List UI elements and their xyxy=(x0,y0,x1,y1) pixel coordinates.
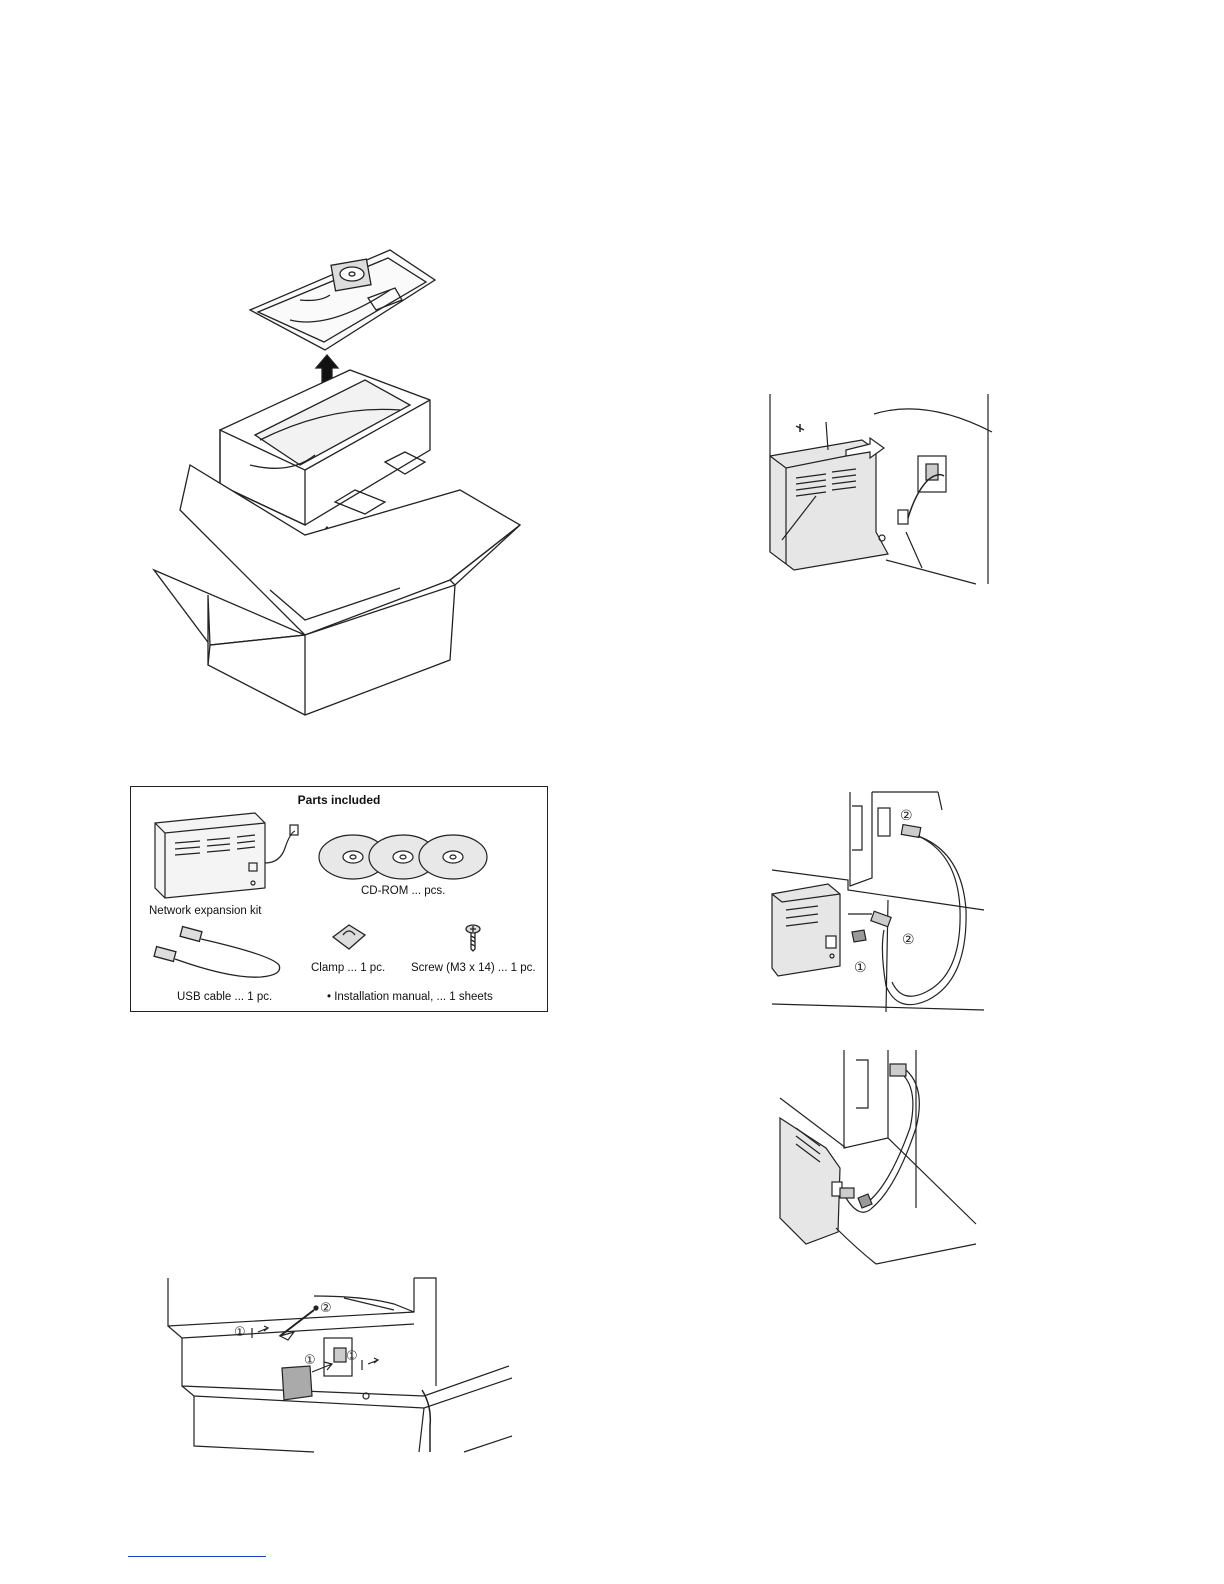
footer-link-underline[interactable] xyxy=(128,1556,266,1557)
clamp-image xyxy=(329,919,369,955)
callout-1a: ① xyxy=(234,1325,246,1340)
screw-image xyxy=(463,923,483,953)
unpacking-figure xyxy=(150,240,530,720)
callout-2a: ② xyxy=(320,1301,332,1316)
clamp-label: Clamp ... 1 pc. xyxy=(311,962,385,974)
usb-connection-figure: ② ② ① xyxy=(768,790,988,1016)
callout-1c: ① xyxy=(346,1349,358,1364)
attach-kit-figure xyxy=(766,392,996,588)
remove-cover-figure: ① ② ① ① xyxy=(164,1276,514,1456)
cdrom-image xyxy=(315,831,495,883)
usb-cable-image xyxy=(151,925,291,985)
screw-label: Screw (M3 x 14) ... 1 pc. xyxy=(411,962,536,974)
manual-label: • Installation manual, ... 1 sheets xyxy=(327,991,493,1003)
usb-cable-label: USB cable ... 1 pc. xyxy=(177,991,272,1003)
cable-routing-figure xyxy=(776,1048,982,1266)
parts-included-box: Parts included Network expansion kit xyxy=(130,786,548,1012)
callout-2c: ② xyxy=(902,932,915,948)
cdrom-label: CD-ROM ... pcs. xyxy=(361,885,445,897)
network-kit-image xyxy=(145,803,305,903)
callout-2b: ② xyxy=(900,808,913,824)
network-kit-label: Network expansion kit xyxy=(149,905,262,917)
callout-1d: ① xyxy=(854,960,867,976)
callout-1b: ① xyxy=(304,1353,316,1368)
